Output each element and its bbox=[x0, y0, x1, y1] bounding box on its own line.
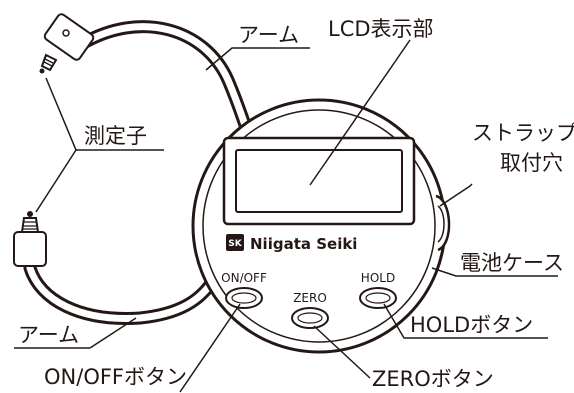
label-strap-line2: 取付穴 bbox=[500, 151, 563, 175]
onoff-button[interactable] bbox=[225, 287, 263, 309]
onoff-button-label: ON/OFF bbox=[221, 271, 267, 285]
zero-button-label: ZERO bbox=[293, 291, 327, 305]
label-hold-button: HOLDボタン bbox=[410, 313, 533, 337]
brand-name: Niigata Seiki bbox=[250, 235, 357, 253]
label-arm-top: アーム bbox=[238, 23, 299, 47]
zero-button[interactable] bbox=[291, 307, 329, 329]
hold-button-label: HOLD bbox=[361, 271, 395, 285]
logo-text: SK bbox=[228, 239, 242, 249]
label-probe: 測定子 bbox=[84, 124, 147, 148]
label-strap-line1: ストラップ bbox=[472, 121, 574, 145]
logo-mark bbox=[226, 234, 244, 251]
strap-hole bbox=[435, 194, 451, 252]
leader-lines bbox=[14, 39, 558, 393]
label-arm-bottom: アーム bbox=[18, 323, 79, 347]
hold-button[interactable] bbox=[359, 287, 397, 309]
label-zero-button: ZEROボタン bbox=[372, 367, 494, 391]
label-lcd-display: LCD表示部 bbox=[328, 17, 434, 41]
lower-probe bbox=[13, 211, 47, 267]
lower-arm bbox=[23, 261, 219, 325]
label-onoff-button: ON/OFFボタン bbox=[44, 365, 187, 389]
label-battery-case: 電池ケース bbox=[460, 251, 564, 275]
lcd-display bbox=[222, 136, 416, 226]
upper-probe bbox=[39, 13, 95, 74]
